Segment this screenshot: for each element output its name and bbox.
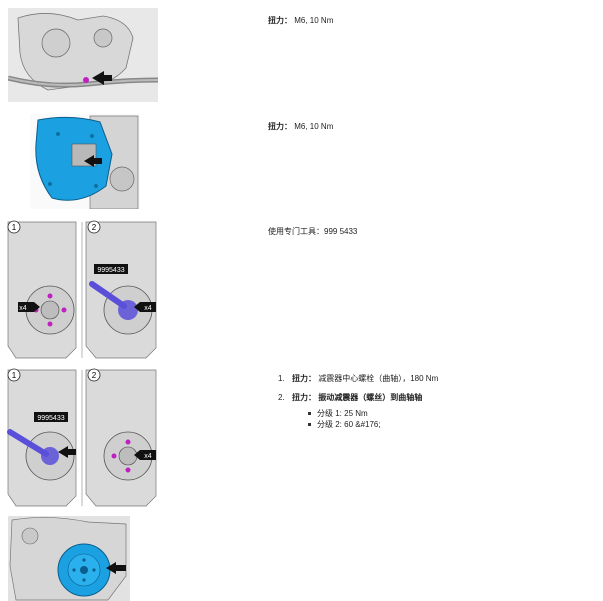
- arrow-icon: [92, 71, 112, 85]
- panel-number: 2: [92, 223, 97, 232]
- figure-4-torque-steps: 1 9995433 2 x4: [6, 366, 158, 508]
- step-2-substeps: 分级 1: 25 Nm 分级 2: 60 &#176;: [308, 408, 438, 430]
- tool-label: 9995433: [37, 415, 64, 422]
- torque-note-1: 扭力： M6, 10 Nm: [268, 16, 334, 25]
- count-badge: x4: [144, 305, 152, 312]
- special-tool-note: 使用专门工具：999 5433: [268, 227, 358, 236]
- arrow-icon: [84, 155, 102, 167]
- count-badge: x4: [19, 305, 27, 312]
- bullet-icon: [308, 423, 311, 426]
- arrow-icon: [58, 446, 76, 458]
- torque-steps-list: 1. 扭力： 减震器中心螺栓（曲轴），180 Nm 2. 扭力： 振动减震器（螺…: [278, 373, 438, 430]
- special-tool: [7, 429, 49, 457]
- figure-5-damper-installed: [8, 516, 130, 601]
- special-tool: [89, 281, 127, 309]
- figure-2-timing-cover: [30, 114, 140, 209]
- panel-number: 1: [12, 371, 17, 380]
- figure-1-engine-detail: [8, 8, 158, 102]
- count-badge: x4: [144, 453, 152, 460]
- substep-item: 分级 1: 25 Nm: [308, 408, 438, 419]
- figure-3-special-tool-steps: 1 x4 2 9995433 x4: [6, 218, 158, 360]
- arrow-icon: [106, 562, 126, 574]
- panel-number: 2: [92, 371, 97, 380]
- torque-note-2: 扭力： M6, 10 Nm: [268, 122, 334, 131]
- panel-number: 1: [12, 223, 17, 232]
- bolt-marker: [83, 77, 89, 83]
- tool-label: 9995433: [97, 267, 124, 274]
- step-2: 2. 扭力： 振动减震器（螺丝）到曲轴轴: [278, 393, 423, 402]
- bullet-icon: [308, 412, 311, 415]
- substep-item: 分级 2: 60 &#176;: [308, 419, 438, 430]
- step-1: 1. 扭力： 减震器中心螺栓（曲轴），180 Nm: [278, 374, 439, 383]
